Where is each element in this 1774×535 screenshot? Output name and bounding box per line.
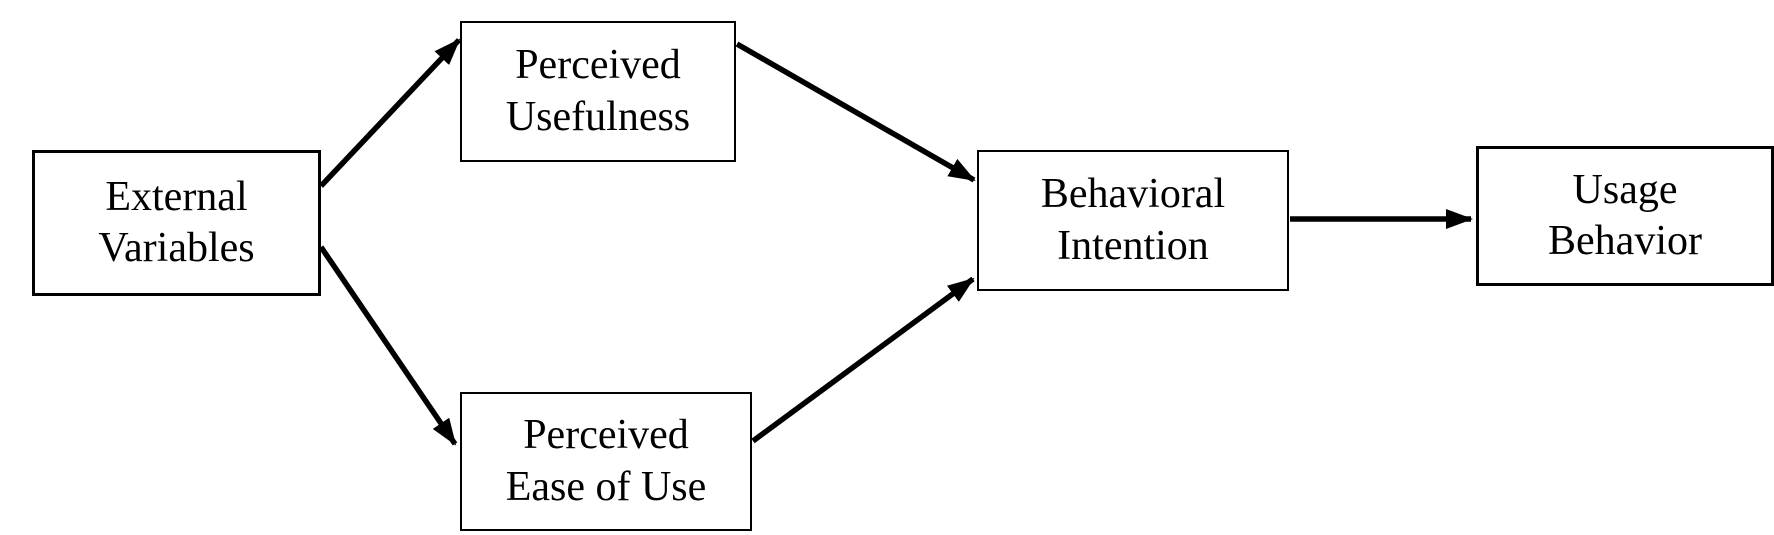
node-label-line: Behavioral	[1040, 171, 1226, 218]
node-label-line: Perceived	[515, 42, 681, 89]
node-label-line: Usefulness	[505, 93, 691, 140]
node-external-variables: External Variables	[32, 150, 321, 296]
node-behavioral-intention: Behavioral Intention	[977, 150, 1289, 291]
arrow-external-to-ease-of-use	[318, 245, 458, 446]
node-perceived-usefulness: Perceived Usefulness	[460, 21, 736, 162]
node-label-line: Behavior	[1548, 218, 1702, 264]
node-usage-behavior: Usage Behavior	[1476, 146, 1774, 286]
node-label-line: External	[105, 173, 248, 220]
node-label-line: Intention	[1057, 222, 1209, 269]
node-label-line: Variables	[98, 225, 255, 271]
arrow-external-to-usefulness	[319, 38, 461, 188]
node-label-line: Usage	[1572, 166, 1678, 213]
arrow-ease-of-use-to-intention	[751, 276, 975, 444]
node-perceived-ease-of-use: Perceived Ease of Use	[460, 392, 752, 531]
node-label-line: Ease of Use	[505, 463, 707, 510]
node-label-line: Perceived	[523, 412, 689, 459]
arrow-usefulness-to-intention	[735, 41, 976, 183]
